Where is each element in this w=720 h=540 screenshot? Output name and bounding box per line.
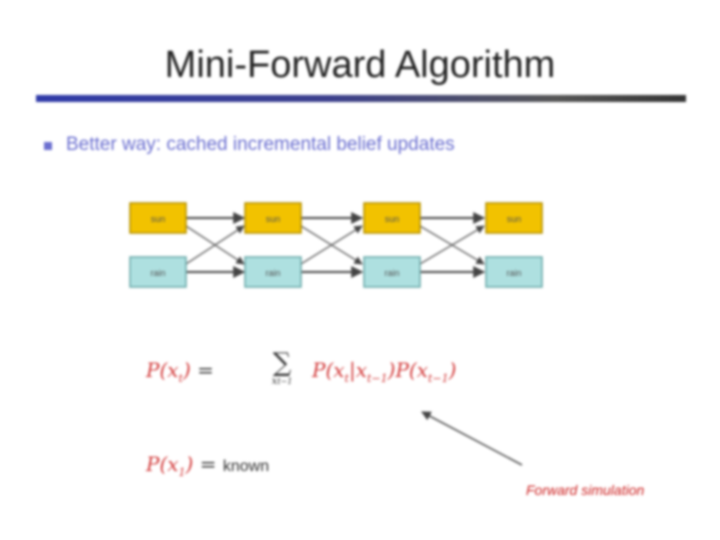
formula-lhs: P(xt) = (146, 358, 214, 385)
lattice-node-rain: rain (485, 256, 543, 288)
lattice-node-sun: sun (244, 202, 302, 234)
summation-index: xt−1 (271, 376, 293, 387)
lattice-node-rain: rain (363, 256, 421, 288)
summation: ∑ xt−1 (262, 350, 302, 410)
forward-simulation-note: Forward simulation (526, 482, 645, 498)
lattice-node-sun: sun (129, 202, 187, 234)
formula-initial: P(x1) = known (146, 452, 270, 479)
node-label: rain (265, 268, 280, 278)
lattice-node-rain: rain (129, 256, 187, 288)
node-label: sun (385, 214, 400, 224)
node-label: rain (150, 268, 165, 278)
equals-sign: = (199, 452, 217, 476)
node-label: rain (384, 268, 399, 278)
slide-title: Mini-Forward Algorithm (164, 44, 556, 86)
initial-value: known (222, 458, 270, 475)
lattice-node-rain: rain (244, 256, 302, 288)
transition-arrow-cross (419, 225, 485, 265)
equals-sign: = (197, 358, 214, 382)
formula-rhs: P(xt|xt−1)P(xt−1) (312, 358, 457, 385)
node-label: sun (151, 214, 166, 224)
lattice-node-sun: sun (363, 202, 421, 234)
transition-arrow-cross (185, 225, 245, 265)
lattice-node-sun: sun (485, 202, 543, 234)
title-underline (36, 95, 686, 102)
transition-arrow-cross (300, 225, 363, 265)
node-label: sun (266, 214, 281, 224)
node-label: rain (506, 268, 521, 278)
summation-sign: ∑ (272, 348, 292, 378)
bullet-text: Better way: cached incremental belief up… (66, 134, 455, 155)
node-label: sun (507, 214, 522, 224)
bullet-square-icon (44, 142, 52, 150)
annotation-pointer-arrow (421, 411, 523, 466)
